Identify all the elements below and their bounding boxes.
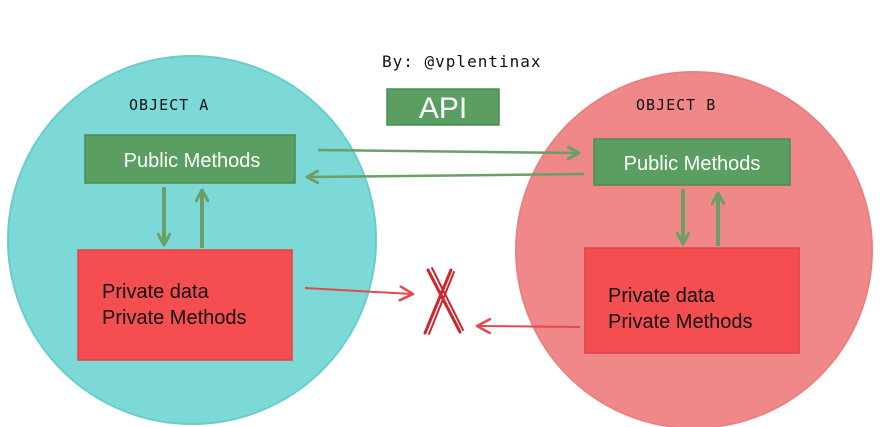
object-a-private-data-label: Private data xyxy=(102,281,210,303)
object-b-title: OBJECT B xyxy=(636,96,716,114)
author-credit: By: @vplentinax xyxy=(382,52,542,71)
arrow-private-a-blocked xyxy=(304,288,412,294)
arrow-public-b-to-a xyxy=(308,174,585,177)
object-a-public-methods-label: Public Methods xyxy=(124,150,261,172)
api-box xyxy=(386,88,500,126)
object-b-public-methods-box xyxy=(593,138,791,186)
object-b-private-methods-label: Private Methods xyxy=(608,311,753,333)
object-a-title: OBJECT A xyxy=(129,96,209,114)
object-b-private-data-label: Private data xyxy=(608,285,716,307)
object-a-private-box xyxy=(77,249,293,361)
arrow-public-a-to-b xyxy=(317,150,578,153)
object-b-private-box xyxy=(584,247,800,354)
api-label: API xyxy=(419,92,467,125)
object-a-public-methods-box xyxy=(84,134,296,184)
object-a-private-methods-label: Private Methods xyxy=(102,307,247,329)
arrow-private-b-blocked xyxy=(478,326,581,327)
object-b-public-methods-label: Public Methods xyxy=(624,153,761,175)
blocked-cross-icon xyxy=(423,267,464,335)
